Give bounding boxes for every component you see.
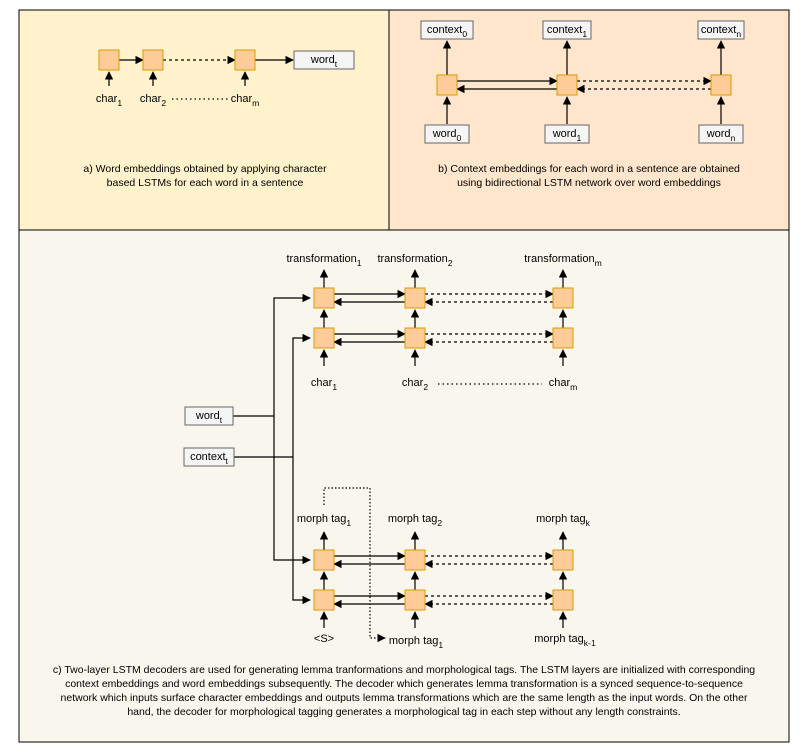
word-init-box	[184, 406, 234, 426]
context-output-box	[697, 20, 745, 40]
context-init-box	[183, 447, 235, 467]
context-lstm-cell	[710, 74, 732, 96]
morph-output-label: morph tag1	[297, 513, 352, 528]
panel-b-caption: b) Context embeddings for each word in a…	[392, 162, 786, 190]
char-input-label: char2	[140, 93, 166, 108]
char-input-label: char1	[96, 93, 122, 108]
panel-b-background	[388, 9, 790, 231]
char-input-label: charm	[549, 377, 578, 392]
panel-b-caption-line: b) Context embeddings for each word in a…	[438, 163, 740, 175]
word-input-label: word0	[432, 128, 462, 143]
word-input-label: wordn	[706, 128, 736, 143]
lemma-lstm-cell	[552, 287, 574, 309]
panel-c-caption-line: c) Two-layer LSTM decoders are used for …	[52, 664, 756, 676]
context-output-box	[542, 20, 592, 40]
transformation-label: transformation2	[377, 253, 452, 268]
word-embedding-box	[293, 50, 355, 70]
lemma-lstm-cell	[552, 327, 574, 349]
morph-lstm-cell	[313, 549, 335, 571]
context-output-box	[420, 20, 474, 40]
context-output-label: context0	[427, 24, 467, 39]
connectors	[104, 40, 726, 643]
lemma-lstm-cell	[313, 287, 335, 309]
context-output-label: context1	[547, 24, 587, 39]
lemma-lstm-cell	[404, 287, 426, 309]
word-input-box	[424, 124, 470, 144]
context-output-label: contextn	[701, 24, 741, 39]
morph-lstm-cell	[552, 589, 574, 611]
panel-c-background	[18, 229, 790, 743]
word-embedding-label: wordt	[310, 54, 338, 69]
morph-output-label: morph tagk	[536, 513, 591, 528]
context-init-path	[292, 333, 311, 457]
morph-lstm-cell	[313, 589, 335, 611]
word-input-label: word1	[552, 128, 582, 143]
panel-a-caption: a) Word embeddings obtained by applying …	[30, 162, 380, 190]
morph-output-label: morph tag2	[388, 513, 443, 528]
lemma-lstm-cell	[313, 327, 335, 349]
char-input-label: char1	[311, 377, 337, 392]
morph-input-label: morph tag1	[389, 635, 444, 650]
panel-b-caption-line: using bidirectional LSTM network over wo…	[457, 177, 721, 189]
panel-c-caption-line: hand, the decoder for morphological tagg…	[127, 706, 681, 718]
morph-lstm-cell	[552, 549, 574, 571]
panel-c-caption-line: network which inputs surface character e…	[60, 692, 748, 704]
word-init-path	[273, 416, 311, 565]
transformation-label: transformation1	[286, 253, 361, 268]
morph-lstm-cell	[404, 549, 426, 571]
morph-input-label: morph tagk-1	[534, 633, 596, 648]
panel-c-caption: c) Two-layer LSTM decoders are used for …	[24, 663, 784, 719]
char-lstm-cell	[98, 49, 120, 71]
context-init-label: contextt	[190, 451, 228, 466]
char-input-label: charm	[231, 93, 260, 108]
word-input-box	[698, 124, 744, 144]
word-init-label: wordt	[195, 410, 223, 425]
panel-a-background	[18, 9, 390, 231]
panel-a-caption-line: a) Word embeddings obtained by applying …	[83, 163, 327, 175]
morph-input-label: <S>	[314, 633, 334, 645]
context-init-path	[292, 457, 311, 605]
labels: wordt char1 char2 charm context0 word0 context…	[96, 20, 745, 650]
transformation-label: transformationm	[524, 253, 601, 268]
context-lstm-cell	[556, 74, 578, 96]
char-lstm-cell	[234, 49, 256, 71]
panel-a-caption-line: based LSTMs for each word in a sentence	[106, 177, 304, 189]
lemma-lstm-cell	[404, 327, 426, 349]
morph-lstm-cell	[404, 589, 426, 611]
char-input-label: char2	[402, 377, 428, 392]
word-input-box	[544, 124, 590, 144]
char-lstm-cell	[142, 49, 164, 71]
lstm-cells	[98, 49, 732, 611]
panel-c-caption-line: context embeddings and word embeddings s…	[65, 678, 743, 690]
feedback-path	[323, 487, 386, 643]
word-init-path	[273, 293, 311, 416]
context-lstm-cell	[436, 74, 458, 96]
